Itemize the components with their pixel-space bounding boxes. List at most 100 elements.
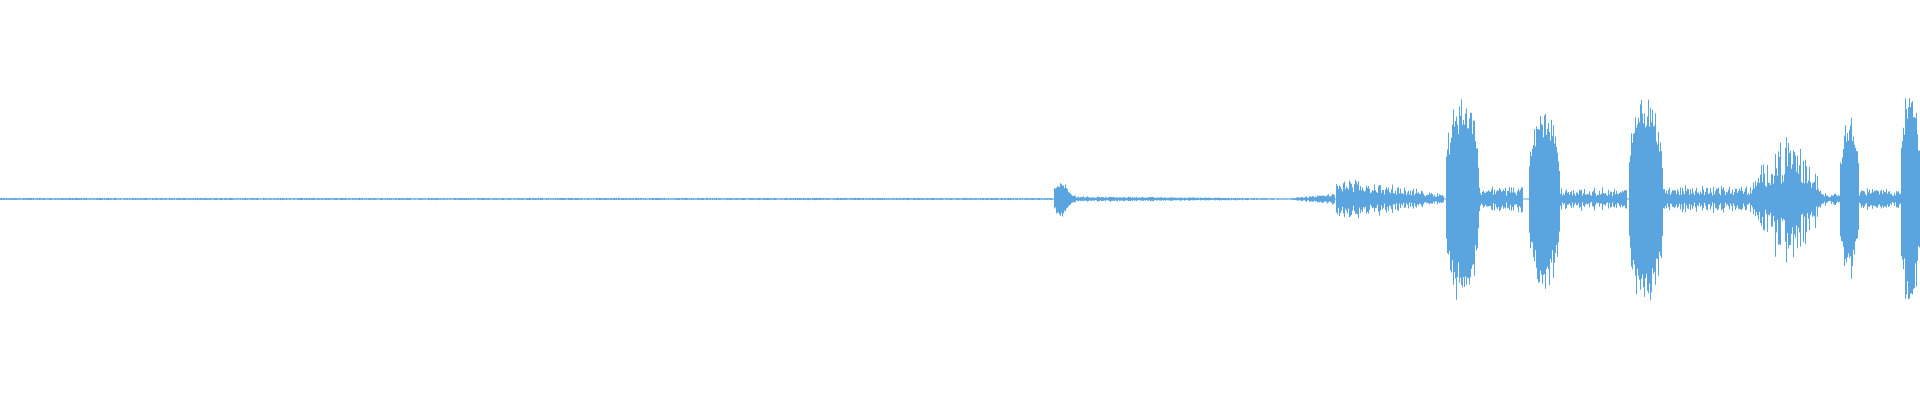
waveform-sample — [820, 198, 821, 200]
waveform-sample — [1325, 196, 1326, 202]
waveform-sample — [715, 198, 716, 200]
waveform-sample — [866, 198, 867, 200]
waveform-sample — [1701, 193, 1702, 205]
waveform-sample — [980, 197, 981, 201]
waveform-sample — [50, 198, 51, 200]
waveform-sample — [1153, 196, 1154, 202]
waveform-sample — [1798, 173, 1799, 228]
waveform-sample — [1464, 124, 1465, 287]
waveform-sample — [58, 198, 59, 200]
waveform-sample — [549, 198, 550, 200]
waveform-sample — [1136, 196, 1137, 202]
waveform-sample — [3, 197, 4, 200]
waveform-sample — [1780, 142, 1781, 245]
waveform-sample — [1243, 198, 1244, 200]
waveform-sample — [354, 198, 355, 200]
waveform-sample — [225, 198, 226, 200]
waveform-sample — [1178, 197, 1179, 201]
waveform-sample — [1141, 197, 1142, 201]
waveform-sample — [1477, 148, 1478, 249]
waveform-sample — [92, 198, 93, 200]
waveform-sample — [418, 198, 419, 200]
waveform-sample — [1891, 193, 1892, 205]
waveform-sample — [1726, 191, 1727, 206]
waveform-sample — [1409, 194, 1410, 203]
waveform-sample — [951, 198, 952, 200]
waveform-sample — [659, 198, 660, 200]
waveform-sample — [8, 198, 9, 200]
waveform-sample — [680, 198, 681, 200]
waveform-sample — [508, 198, 509, 201]
waveform-sample — [1036, 198, 1037, 200]
waveform-sample — [1684, 194, 1685, 203]
waveform-sample — [1904, 134, 1905, 259]
waveform-sample — [1590, 194, 1591, 203]
waveform-sample — [880, 198, 881, 200]
waveform-sample — [56, 198, 57, 200]
waveform-sample — [124, 198, 125, 200]
waveform-sample — [159, 198, 160, 200]
waveform-sample — [788, 198, 789, 200]
waveform-sample — [1582, 195, 1583, 203]
waveform-sample — [1164, 197, 1165, 201]
waveform-sample — [1327, 194, 1328, 204]
waveform-sample — [1561, 188, 1562, 210]
waveform-sample — [1683, 191, 1684, 210]
waveform-sample — [406, 198, 407, 200]
waveform-sample — [251, 197, 252, 200]
waveform-sample — [1220, 198, 1221, 201]
waveform-sample — [640, 198, 641, 200]
waveform-sample — [20, 198, 21, 200]
waveform-sample — [1745, 188, 1746, 211]
waveform-sample — [670, 198, 671, 200]
waveform-sample — [673, 198, 674, 200]
waveform-sample — [1402, 193, 1403, 206]
waveform-sample — [1567, 192, 1568, 205]
waveform-sample — [1573, 190, 1574, 208]
waveform-sample — [449, 198, 450, 200]
waveform-sample — [1423, 193, 1424, 205]
waveform-sample — [630, 198, 631, 200]
waveform-sample — [139, 198, 140, 200]
waveform-sample — [128, 198, 129, 200]
waveform-sample — [1893, 195, 1894, 203]
waveform-sample — [1276, 198, 1277, 200]
waveform-sample — [295, 198, 296, 200]
waveform-sample — [1584, 189, 1585, 208]
waveform-sample — [253, 198, 254, 200]
waveform-sample — [1268, 198, 1269, 200]
waveform-sample — [1676, 194, 1677, 205]
waveform-sample — [379, 198, 380, 200]
waveform-sample — [1233, 197, 1234, 200]
waveform-sample — [544, 198, 545, 200]
waveform-sample — [152, 198, 153, 201]
waveform-sample — [925, 198, 926, 200]
waveform-sample — [1454, 126, 1455, 272]
waveform-sample — [1259, 198, 1260, 200]
waveform-sample — [1617, 193, 1618, 204]
waveform-sample — [1888, 191, 1889, 207]
waveform-sample — [720, 198, 721, 200]
waveform-sample — [1042, 198, 1043, 200]
waveform-sample — [857, 197, 858, 201]
waveform-sample — [574, 198, 575, 200]
waveform-sample — [972, 198, 973, 200]
waveform-sample — [1010, 198, 1011, 200]
waveform-sample — [759, 197, 760, 201]
waveform-sample — [660, 197, 661, 200]
waveform-sample — [573, 198, 574, 200]
waveform-sample — [1670, 194, 1671, 204]
waveform-sample — [1255, 198, 1256, 200]
waveform-sample — [359, 197, 360, 200]
waveform-sample — [917, 197, 918, 201]
waveform-sample — [428, 197, 429, 200]
waveform-sample — [913, 197, 914, 200]
waveform-sample — [166, 198, 167, 201]
waveform-sample — [38, 198, 39, 200]
waveform-sample — [955, 198, 956, 200]
waveform-sample — [1716, 188, 1717, 209]
waveform-sample — [1083, 196, 1084, 202]
waveform-sample — [1682, 188, 1683, 212]
